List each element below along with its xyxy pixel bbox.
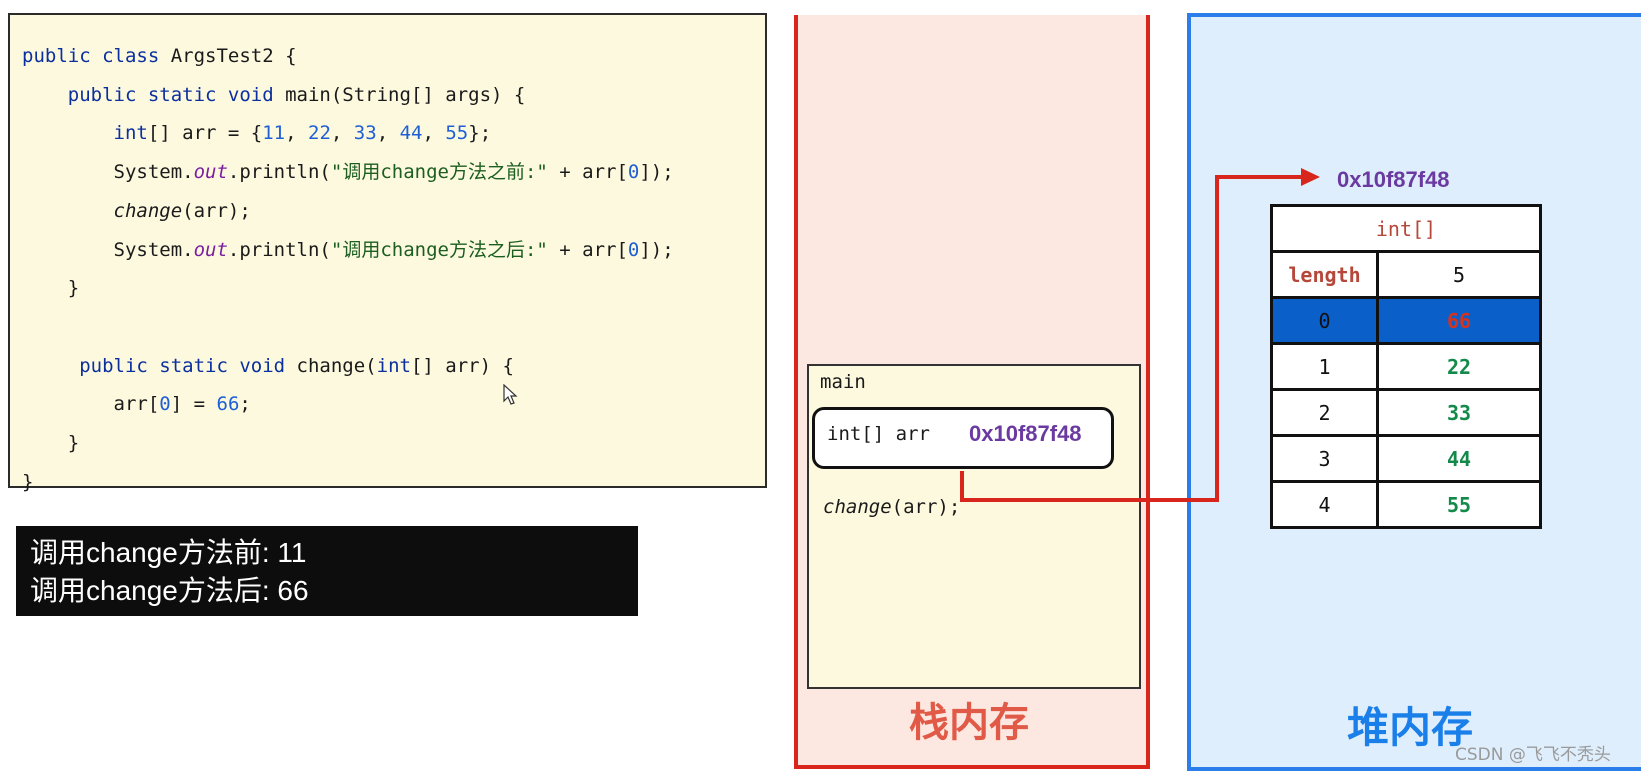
code-line: } [22,469,33,495]
array-index: 3 [1270,434,1379,483]
code-token: , [422,122,446,145]
code-token: 0 [159,393,171,416]
method-call-args: (arr); [891,496,961,518]
code-token: public class [22,45,171,67]
code-token: 0 [627,161,640,184]
stack-title: 栈内存 [909,700,1029,746]
array-value: 55 [1376,480,1542,529]
code-token: 66 [216,393,240,416]
code-line: change(arr); [22,198,251,224]
code-token [22,200,114,222]
code-token: out [193,238,228,261]
heap-address: 0x10f87f48 [1337,167,1450,192]
code-token: 0 [627,238,640,261]
code-token: (arr); [182,199,251,222]
code-token: 33 [353,122,377,145]
code-token: public static void [22,83,286,106]
code-token: 55 [445,122,469,145]
code-panel: public class ArgsTest2 { public static v… [8,13,767,493]
code-token: System. [22,238,194,261]
length-key: length [1270,250,1379,299]
length-value: 5 [1376,250,1542,299]
code-token: ] = [170,393,217,416]
console-output: 调用change方法前: 11 调用change方法后: 66 [16,526,638,616]
code-line: public class ArgsTest2 { [22,43,297,69]
array-value: 22 [1376,342,1542,391]
code-token: + arr[ [547,238,628,261]
code-token: out [193,161,228,184]
code-token: 44 [399,122,423,145]
code-token: , [285,122,309,145]
code-token: int [376,354,411,377]
code-token: , [330,122,354,145]
code-line: System.out.println("调用change方法之前:" + arr… [22,159,674,185]
array-value: 66 [1376,296,1542,345]
array-index: 0 [1270,296,1379,345]
frame-label: main [820,371,866,393]
code-token: "调用change方法之后:" [330,238,548,261]
array-type: int[] [1270,204,1542,253]
code-token: int [113,122,148,145]
code-token: } [22,470,34,493]
code-line: System.out.println("调用change方法之后:" + arr… [22,237,674,263]
code-token: change [113,199,183,222]
code-token: main(String[] args) { [285,83,526,106]
method-call-name: change [823,496,892,518]
code-line: arr[0] = 66; [22,391,251,417]
code-token: , [376,122,400,145]
code-token: "调用change方法之前:" [330,161,548,184]
array-index: 2 [1270,388,1379,437]
variable-label: int[] arr [827,423,930,445]
code-token: + arr[ [547,161,628,184]
code-token: 11 [262,122,286,145]
code-token: } [22,432,80,454]
code-token: ; [239,393,251,416]
code-line: public static void main(String[] args) { [22,82,526,108]
code-token: 22 [308,122,331,145]
code-token: .println( [227,161,331,184]
array-length-row: length 5 [1270,250,1542,299]
heap-title: 堆内存 [1347,703,1474,752]
array-index: 4 [1270,480,1379,529]
code-token: public static void [22,354,297,377]
code-token: } [22,277,80,300]
code-token: [] arr = { [147,122,263,145]
method-call: change(arr); [823,496,960,518]
code-token: change( [296,354,377,377]
variable-address: 0x10f87f48 [969,421,1082,446]
code-token: System. [22,161,194,184]
console-line-before: 调用change方法前: 11 [30,537,307,568]
code-line: int[] arr = {11, 22, 33, 44, 55}; [22,120,492,146]
code-token: arr[ [22,393,160,416]
code-token: ArgsTest2 { [170,45,297,67]
array-index: 1 [1270,342,1379,391]
mouse-cursor-icon [503,384,518,405]
code-token: ]); [639,238,674,261]
code-line: } [22,430,79,456]
array-value: 33 [1376,388,1542,437]
code-token [22,122,114,144]
code-token: [] arr) { [410,354,514,377]
array-value: 44 [1376,434,1542,483]
code-token: .println( [227,238,331,261]
console-line-after: 调用change方法后: 66 [30,575,309,606]
watermark: CSDN @飞飞不秃头 [1455,745,1611,765]
code-token: }; [468,122,492,145]
code-line: public static void change(int[] arr) { [22,353,514,379]
code-line: } [22,275,79,301]
code-token: ]); [639,161,674,184]
array-type-row: int[] [1270,204,1542,253]
